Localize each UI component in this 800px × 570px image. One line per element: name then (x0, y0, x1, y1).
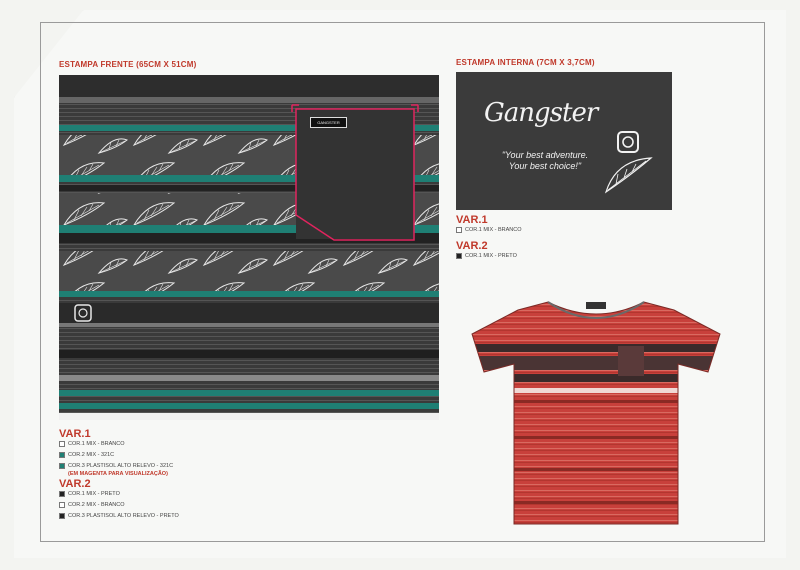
swatch-white (59, 441, 65, 447)
leaf-logo-icon (604, 131, 653, 194)
tagline-line-1: "Your best adventure. (501, 150, 589, 160)
front-var2-label: VAR.2 (59, 478, 91, 490)
swatch-label: COR.1 MIX - PRETO (68, 491, 120, 497)
inner-var2-label: VAR.2 (456, 240, 488, 252)
swatch-teal (59, 452, 65, 458)
front-var1-color-1: COR.1 MIX - BRANCO (59, 441, 125, 447)
swatch-white (456, 227, 462, 233)
front-var2-color-2: COR.2 MIX - BRANCO (59, 502, 125, 508)
swatch-label: COR.1 MIX - PRETO (465, 253, 517, 259)
swatch-black (59, 513, 65, 519)
tagline-line-2: Your best choice!" (508, 161, 582, 171)
tshirt-mockup (471, 301, 721, 525)
swatch-label: COR.2 MIX - 321C (68, 452, 115, 458)
swatch-white (59, 502, 65, 508)
front-var2-color-3: COR.3 PLASTISOL ALTO RELEVO - PRETO (59, 513, 179, 519)
page-frame (40, 22, 765, 542)
swatch-label: COR.1 MIX - BRANCO (68, 441, 125, 447)
brand-logo: Gangster (484, 98, 598, 128)
tagline: "Your best adventure. Your best choice!" (480, 150, 610, 172)
front-var2-color-1: COR.1 MIX - PRETO (59, 491, 120, 497)
inner-print-title: ESTAMPA INTERNA (7CM X 3,7CM) (456, 58, 595, 67)
swatch-black (59, 491, 65, 497)
inner-var2-color-1: COR.1 MIX - PRETO (456, 253, 517, 259)
front-var1-label: VAR.1 (59, 428, 91, 440)
swatch-label: COR.1 MIX - BRANCO (465, 227, 522, 233)
front-print-title: ESTAMPA FRENTE (65CM X 51CM) (59, 60, 197, 69)
swatch-label: COR.2 MIX - BRANCO (68, 502, 125, 508)
inner-var1-color-1: COR.1 MIX - BRANCO (456, 227, 522, 233)
swatch-black (456, 253, 462, 259)
front-var1-color-3: COR.3 PLASTISOL ALTO RELEVO - 321C (59, 463, 173, 469)
front-print-pattern (59, 75, 439, 420)
inner-var1-label: VAR.1 (456, 214, 488, 226)
pocket-label: GANGSTER (310, 117, 347, 128)
swatch-label: COR.3 PLASTISOL ALTO RELEVO - 321C (68, 463, 174, 469)
swatch-label: COR.3 PLASTISOL ALTO RELEVO - PRETO (68, 513, 179, 519)
magenta-note: (EM MAGENTA PARA VISUALIZAÇÃO) (68, 471, 168, 477)
swatch-teal (59, 463, 65, 469)
inner-print-artwork: Gangster "Your best adventure. Your best… (456, 72, 672, 210)
front-var1-color-2: COR.2 MIX - 321C (59, 452, 114, 458)
front-print-artwork (59, 75, 439, 420)
